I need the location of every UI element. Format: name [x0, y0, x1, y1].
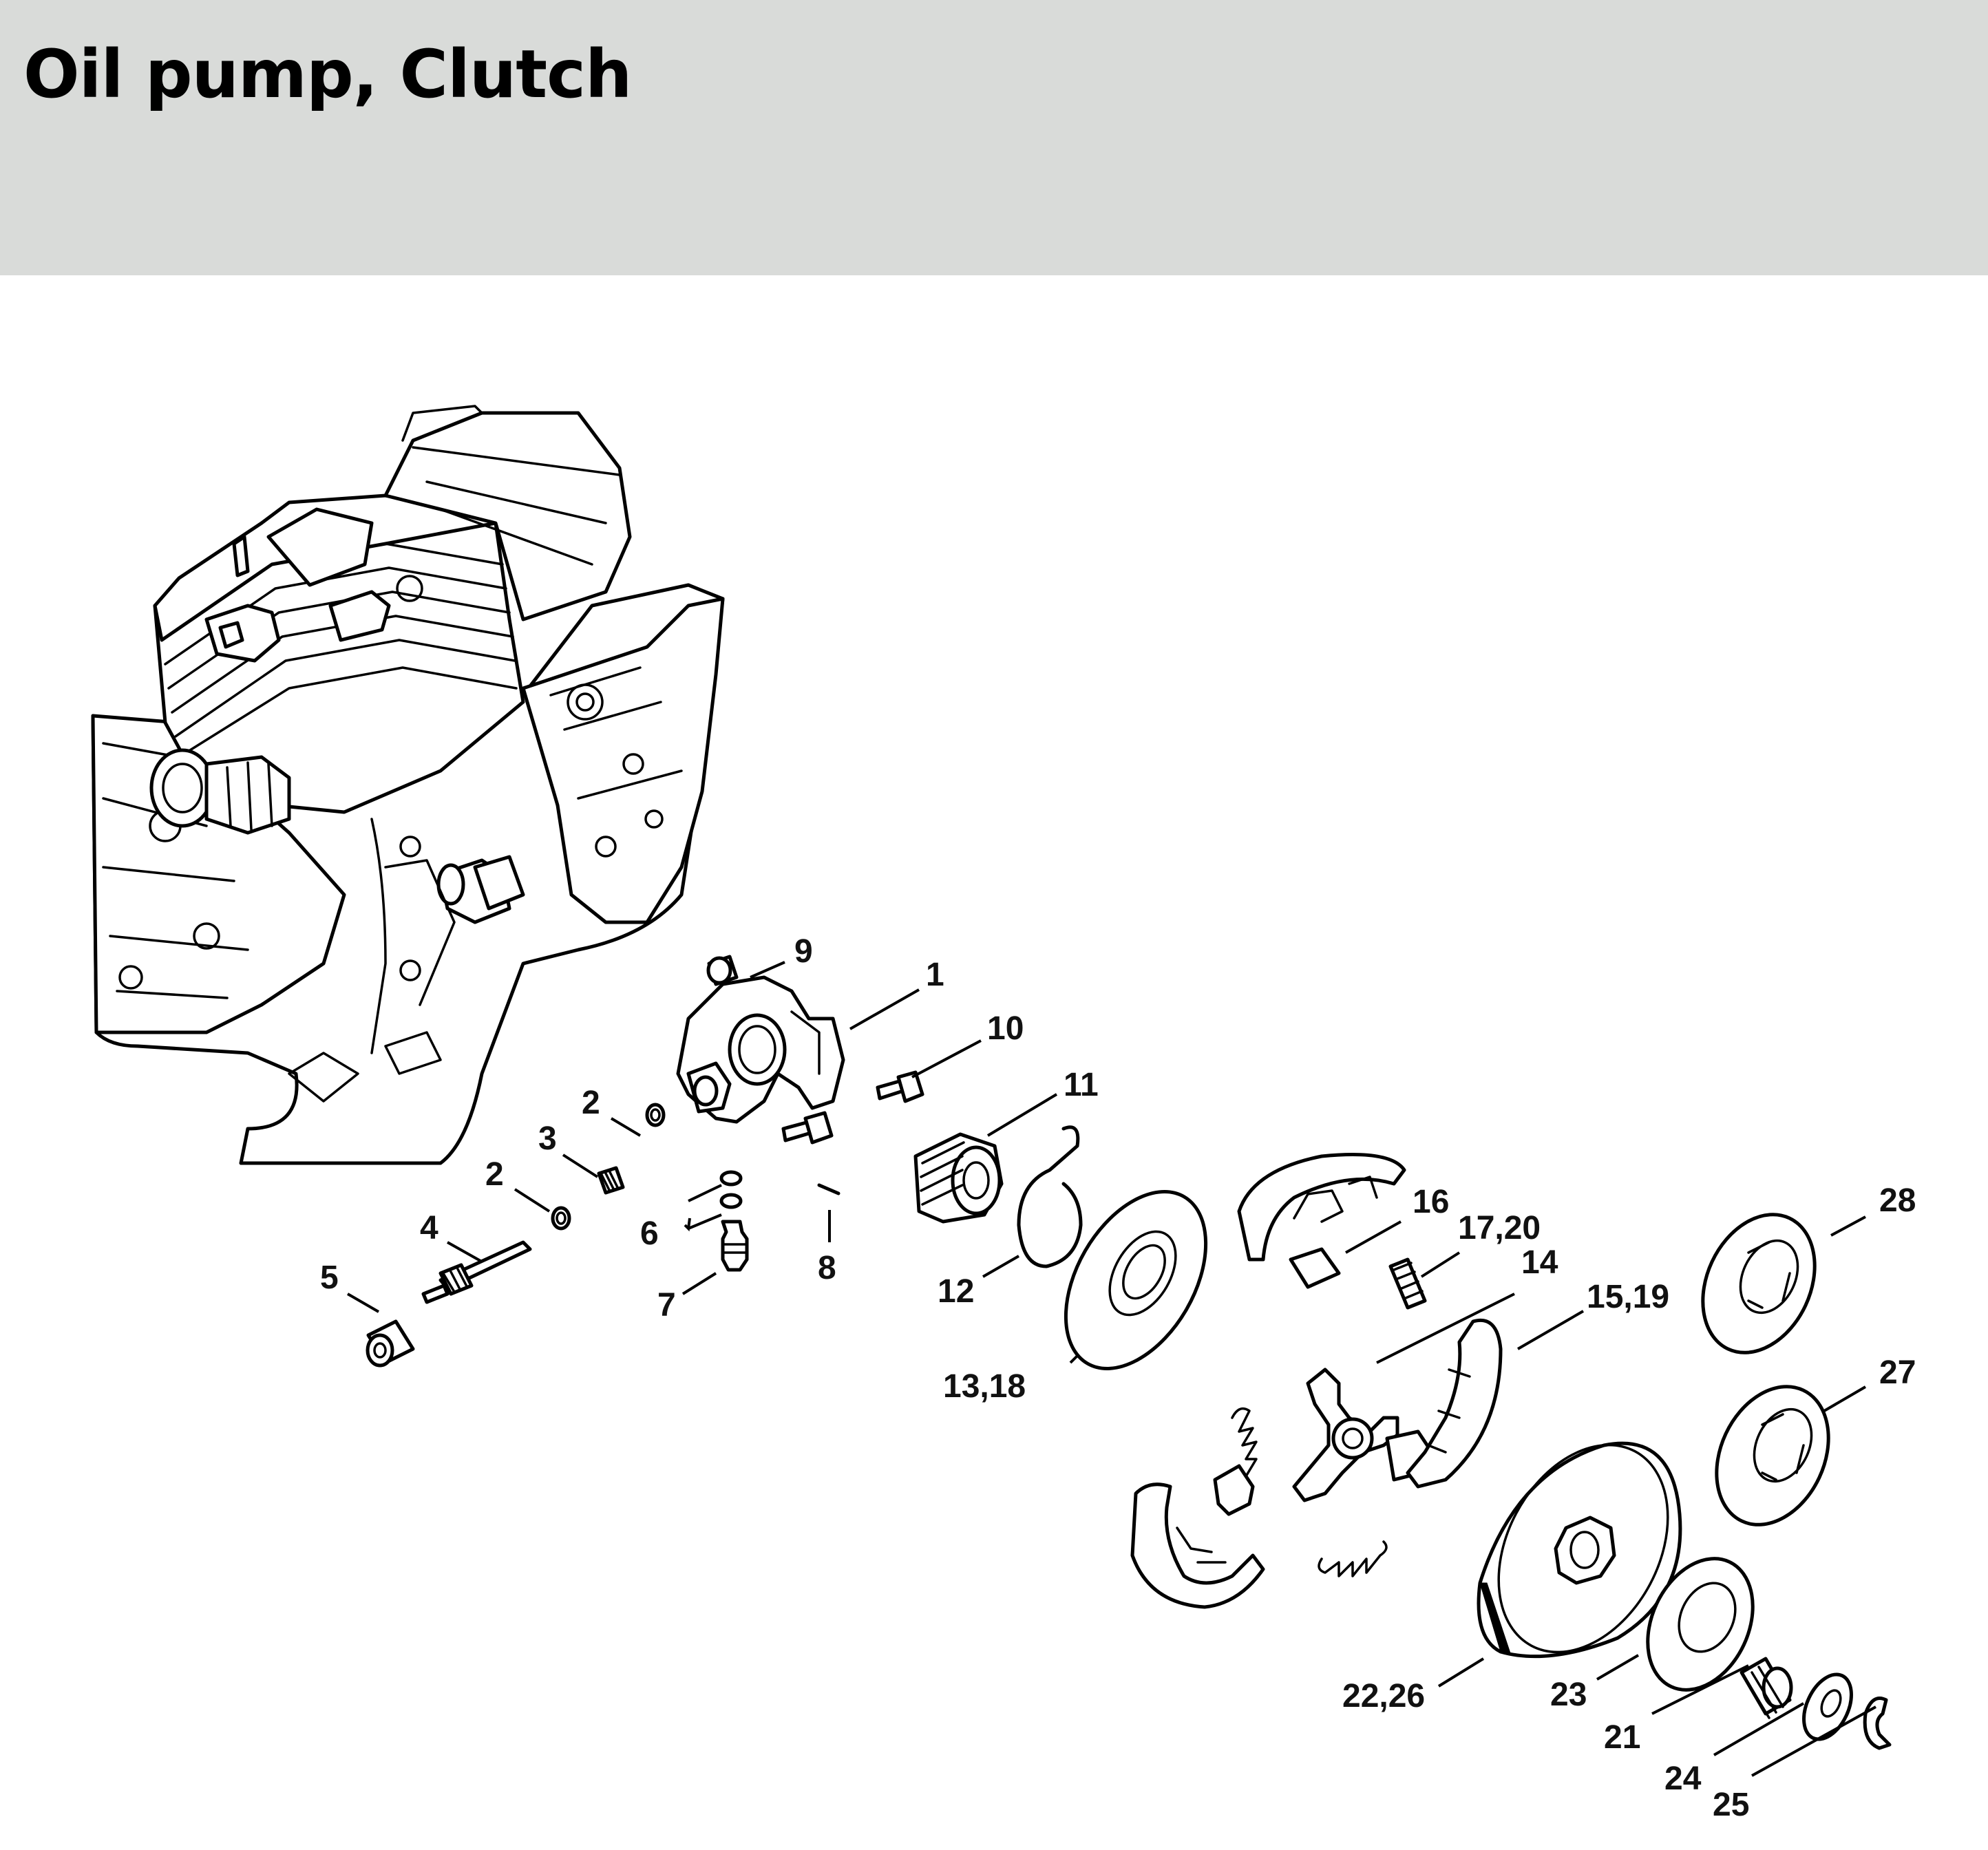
callout-10: 10 — [987, 1010, 1024, 1047]
callout-7: 7 — [657, 1287, 676, 1323]
callout-3: 3 — [538, 1120, 557, 1157]
part-23-rim-sprocket — [1646, 1557, 1755, 1692]
part-13-cover-disc — [1064, 1190, 1208, 1370]
part-17-spring — [1388, 1257, 1427, 1310]
part-10-screw — [876, 1070, 924, 1103]
part-16-clip — [1289, 1247, 1341, 1289]
part-27-spur-sprocket — [1715, 1385, 1830, 1527]
callout-6: 6 — [640, 1215, 659, 1252]
callout-5: 5 — [320, 1259, 339, 1296]
part-12-spring-wire — [1017, 1125, 1083, 1268]
callout-25: 25 — [1713, 1787, 1749, 1823]
callout-1: 1 — [926, 957, 944, 993]
part-6-o-rings — [719, 1170, 743, 1209]
leader-lines — [346, 961, 1876, 1777]
callout-11: 11 — [1064, 1067, 1099, 1103]
exploded-parts-diagram: 9 1 10 11 2 3 2 4 5 6 7 8 12 13,18 16 17… — [91, 405, 1916, 1823]
callout-27: 27 — [1879, 1354, 1916, 1391]
callout-13-18: 13,18 — [943, 1368, 1026, 1405]
callout-22-26: 22,26 — [1342, 1678, 1425, 1714]
part-25-e-clip — [1863, 1697, 1892, 1750]
callout-16: 16 — [1413, 1184, 1449, 1220]
callout-9: 9 — [794, 933, 813, 970]
callout-labels: 9 1 10 11 2 3 2 4 5 6 7 8 12 13,18 16 17… — [320, 933, 1916, 1823]
part-screw-second — [781, 1111, 834, 1145]
callout-2-upper: 2 — [582, 1085, 600, 1121]
part-shoe-right — [1406, 1319, 1503, 1489]
part-1-oil-pump-body — [676, 975, 845, 1124]
part-5-plug — [366, 1319, 415, 1368]
part-24-washer — [1802, 1672, 1853, 1741]
part-9-seal — [706, 955, 739, 986]
part-21-needle-cage — [1740, 1657, 1793, 1719]
part-15-shoe-upper — [1237, 1153, 1406, 1262]
callout-23: 23 — [1550, 1677, 1587, 1713]
callout-2-lower: 2 — [485, 1156, 504, 1193]
part-shoe-lower — [1130, 1482, 1265, 1609]
callout-14: 14 — [1521, 1244, 1558, 1281]
page-title: Oil pump, Clutch — [23, 36, 632, 113]
callout-8: 8 — [818, 1250, 836, 1286]
engine-assembly — [91, 405, 725, 1165]
part-3-spring — [597, 1166, 625, 1195]
callout-21: 21 — [1604, 1719, 1640, 1756]
part-8-pin — [817, 1183, 840, 1195]
part-clip-lower — [1213, 1464, 1255, 1516]
header-bar: Oil pump, Clutch — [0, 0, 1988, 275]
part-4-shaft — [421, 1240, 532, 1304]
part-14-clutch-carrier — [1292, 1368, 1399, 1502]
part-2-ring-lower — [551, 1206, 571, 1231]
part-28-rim-sprocket — [1701, 1213, 1817, 1354]
part-7-valve — [721, 1220, 749, 1272]
part-11-worm-gear — [913, 1132, 1004, 1224]
callout-17-20: 17,20 — [1458, 1210, 1541, 1246]
callout-12: 12 — [938, 1273, 974, 1310]
part-2-ring-upper — [645, 1103, 666, 1127]
callout-15-19: 15,19 — [1587, 1279, 1669, 1315]
callout-28: 28 — [1879, 1182, 1916, 1219]
callout-24: 24 — [1664, 1761, 1702, 1797]
part-spring-lower — [1318, 1540, 1388, 1577]
part-22-clutch-drum — [1477, 1441, 1682, 1659]
callout-4: 4 — [420, 1210, 438, 1246]
